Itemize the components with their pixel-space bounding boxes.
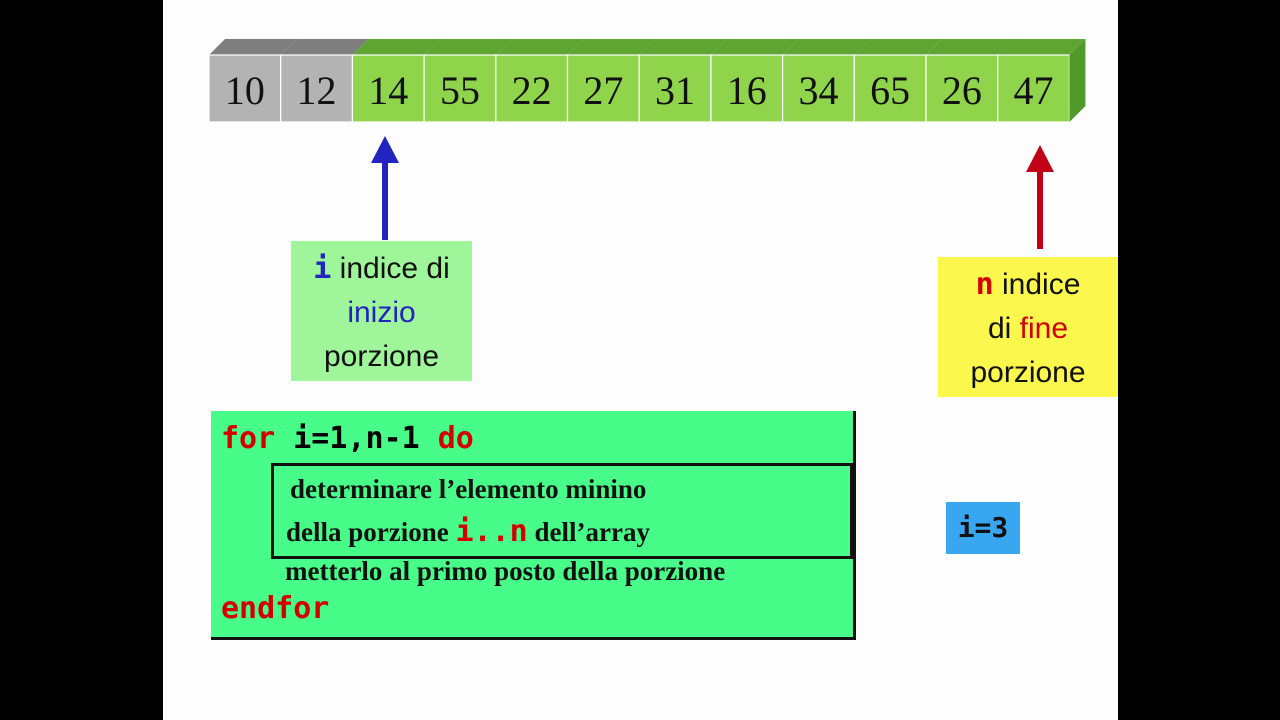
- pseudocode-box: for i=1,n-1 do determinare l’elemento mi…: [211, 411, 856, 640]
- array-cell-top: [639, 39, 727, 55]
- array-cell-value: 65: [870, 68, 910, 113]
- array-cell-value: 26: [942, 68, 982, 113]
- array-cell: 12: [280, 39, 369, 123]
- array-cell-value: 27: [583, 68, 623, 113]
- loop-state-badge: i=3: [946, 502, 1020, 554]
- step-portion: della porzione i..n dell’array: [286, 514, 650, 549]
- array-cell-face: [781, 54, 855, 123]
- array-cell-value: 16: [727, 68, 767, 113]
- array-cell: 26: [925, 39, 1014, 123]
- array-cell-face: [280, 54, 353, 123]
- i-variable: i: [313, 251, 332, 286]
- array-cell-value: 10: [225, 68, 265, 113]
- n-variable: n: [975, 267, 994, 302]
- step-move-first: metterlo al primo posto della porzione: [285, 556, 726, 586]
- array-cell-value: 47: [1014, 68, 1054, 113]
- array-cells: 10 12 14 55 22 27 31 16 34 65 26 47: [208, 39, 1086, 123]
- array-cell-top: [495, 39, 584, 55]
- array-cell: 22: [495, 39, 584, 123]
- array-cell-top: [854, 39, 942, 55]
- array-cell-top: [567, 39, 656, 55]
- array-cell: 34: [781, 39, 871, 123]
- highlighted-step-box: determinare l’elemento minino della porz…: [271, 463, 853, 559]
- array-cell: 55: [423, 39, 512, 123]
- array-cell-face: [423, 54, 497, 123]
- step-find-minimum: determinare l’elemento minino: [290, 474, 647, 504]
- array-cell: 14: [351, 39, 441, 123]
- endfor-line: endfor: [221, 591, 330, 626]
- array-cell-side: [1069, 39, 1086, 122]
- array-cell: 47: [997, 39, 1086, 123]
- array-cell: 31: [638, 39, 727, 123]
- array-cell-value: 14: [368, 68, 408, 113]
- array-cell-top: [280, 39, 369, 55]
- n-arrow: [1026, 145, 1054, 249]
- array-cell: 65: [853, 39, 942, 123]
- array-cell-value: 55: [440, 68, 480, 113]
- array-cell-top: [926, 39, 1014, 55]
- array-cell-top: [997, 39, 1086, 55]
- array-cell-value: 12: [297, 68, 337, 113]
- array-cell-face: [495, 54, 569, 123]
- array-cell-face: [925, 54, 999, 123]
- array-cell: 16: [710, 39, 799, 123]
- array-cell-value: 34: [798, 68, 838, 113]
- array-cell-top: [209, 39, 297, 55]
- for-line: for i=1,n-1 do: [221, 421, 474, 456]
- array-diagram: 10 12 14 55 22 27 31 16 34 65 26 47: [208, 39, 1086, 249]
- array-cell-top: [352, 39, 441, 55]
- array-cell-face: [997, 54, 1071, 123]
- array-cell-top: [424, 39, 512, 55]
- slide: 10 12 14 55 22 27 31 16 34 65 26 47 i indice di ini…: [163, 0, 1118, 720]
- array-cell-top: [782, 39, 871, 55]
- array-cell-face: [566, 54, 640, 123]
- i-arrow: [371, 136, 399, 240]
- array-cell-value: 22: [512, 68, 552, 113]
- array-cell-face: [638, 54, 712, 123]
- array-cell-face: [853, 54, 927, 123]
- array-cell: 27: [566, 39, 656, 123]
- n-end-index-label: n indice di fine porzione: [938, 257, 1118, 397]
- i-start-index-label: i indice di inizio porzione: [291, 241, 472, 381]
- array-cell-value: 31: [655, 68, 695, 113]
- array-cell-top: [710, 39, 799, 55]
